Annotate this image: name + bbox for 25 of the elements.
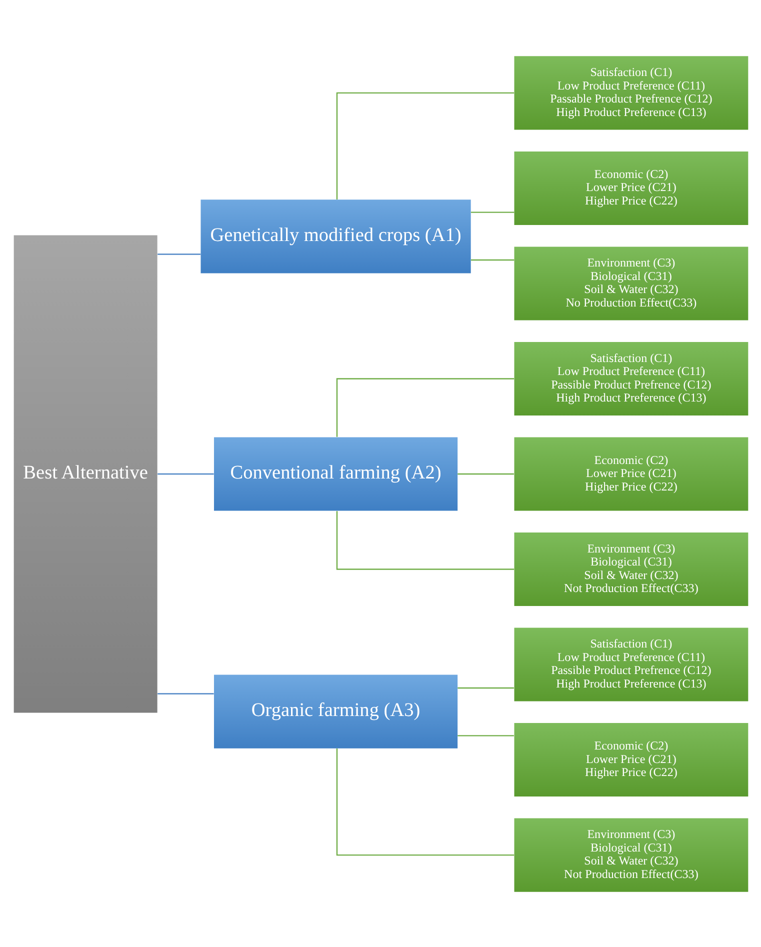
connector (157, 692, 214, 694)
node-box: Environment (C3) Biological (C31) Soil & Water (C32) Not Production Effect(C33) (514, 818, 748, 892)
connector (470, 211, 514, 212)
connector (336, 92, 514, 199)
node-box: Environment (C3) Biological (C31) Soil & Water (C32) Not Production Effect(C33) (514, 532, 748, 606)
node-box: Best Alternative (13, 234, 157, 712)
connector (457, 686, 514, 688)
node-box: Conventional farming (A2) (214, 436, 458, 510)
connector (457, 734, 514, 736)
connector (157, 253, 200, 254)
node-box: Genetically modified crops (A1) (200, 199, 470, 273)
connector (336, 748, 514, 856)
node-box: Organic farming (A3) (214, 674, 458, 748)
node-box: Economic (C2) Lower Price (C21) Higher Price (C22) (514, 722, 748, 796)
node-box: Satisfaction (C1) Low Product Preference (C11) Passible Product Prefrence (C12) High Product Preference (C13) (514, 627, 748, 701)
connector (157, 472, 214, 474)
node-box: Environment (C3) Biological (C31) Soil & Water (C32) No Production Effect(C33) (514, 246, 748, 320)
connector (336, 378, 514, 436)
connector (470, 258, 514, 260)
node-box: Economic (C2) Lower Price (C21) Higher Price (C22) (514, 150, 748, 224)
node-box: Economic (C2) Lower Price (C21) Higher Price (C22) (514, 436, 748, 510)
node-box: Satisfaction (C1) Low Product Preference (C11) Passible Product Prefrence (C12) High Product Preference (C13) (514, 341, 748, 416)
connector (336, 510, 514, 570)
node-box: Satisfaction (C1) Low Product Preference (C11) Passable Product Prefrence (C12) High Product Preference (C13) (514, 56, 748, 130)
connector (457, 472, 514, 474)
